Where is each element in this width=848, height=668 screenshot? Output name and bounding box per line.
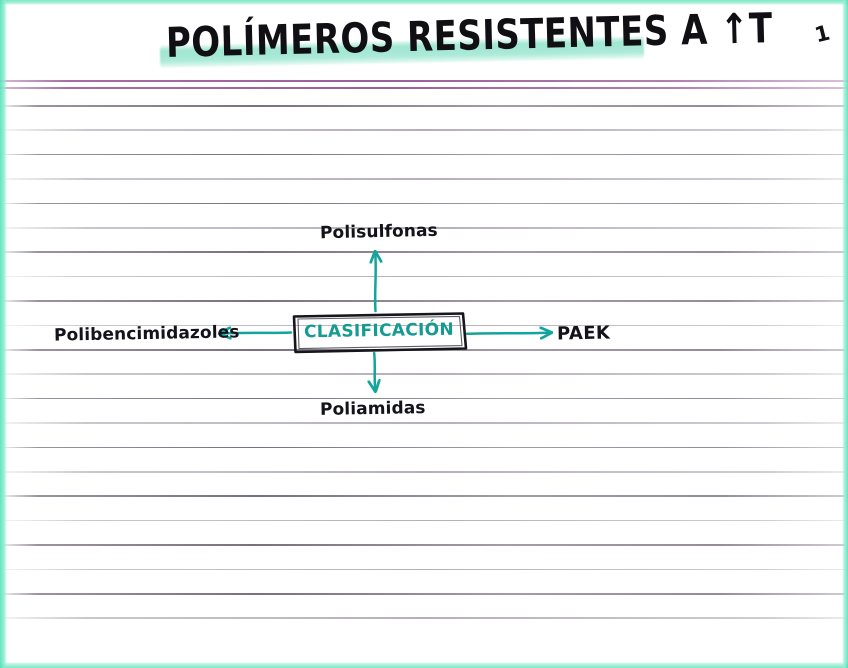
arrow-left-polibencimidazoles bbox=[220, 333, 293, 334]
branch-label-paek: PAEK bbox=[556, 322, 611, 345]
branch-label-poliamidas: Poliamidas bbox=[319, 398, 426, 420]
arrow-right-paek bbox=[465, 333, 551, 334]
branch-label-polisulfonas: Polisulfonas bbox=[319, 220, 439, 244]
center-node-border bbox=[292, 312, 468, 354]
arrow-down-poliamidas bbox=[374, 351, 375, 391]
center-node-clasificacion: CLASIFICACIÓN bbox=[292, 312, 468, 354]
arrow-up-polisulfonas bbox=[375, 252, 376, 313]
branch-label-polibencimidazoles: Polibencimidazoles bbox=[53, 322, 240, 346]
center-node-label: CLASIFICACIÓN bbox=[303, 319, 455, 343]
